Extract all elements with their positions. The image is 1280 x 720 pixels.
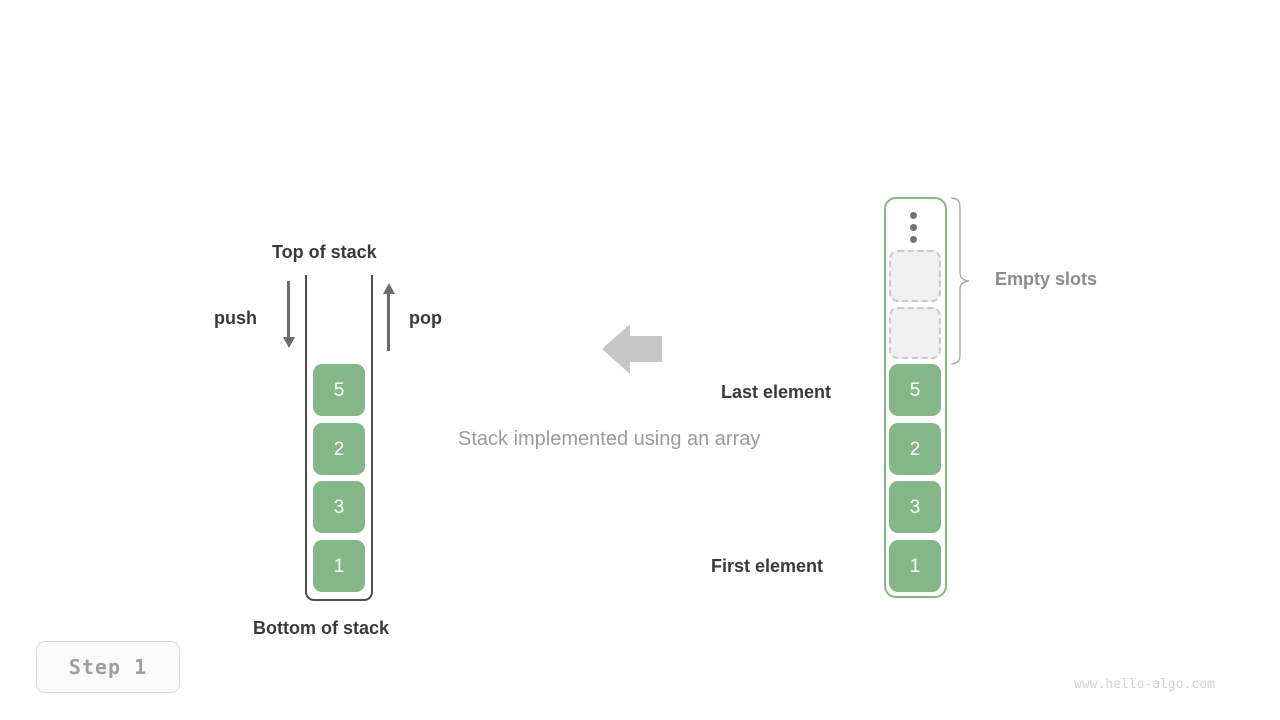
array-cell: 1	[889, 540, 941, 592]
stack-cell: 2	[313, 423, 365, 475]
step-badge-label: Step 1	[68, 655, 148, 679]
empty-slot	[889, 250, 941, 302]
push-arrow-head-icon	[282, 337, 295, 348]
array-cell: 3	[889, 481, 941, 533]
empty-slot	[889, 307, 941, 359]
stack-container	[305, 275, 373, 601]
arrow-left-icon	[602, 322, 662, 381]
first-element-label: First element	[711, 556, 824, 576]
pop-arrow-shaft	[387, 294, 390, 351]
array-cell: 5	[889, 364, 941, 416]
vertical-dots-icon	[909, 212, 918, 247]
array-cell: 2	[889, 423, 941, 475]
diagram-caption: Stack implemented using an array	[458, 428, 761, 450]
stack-cell: 3	[313, 481, 365, 533]
stack-cell: 1	[313, 540, 365, 592]
empty-slots-label: Empty slots	[995, 269, 1098, 289]
push-label: push	[214, 308, 257, 328]
last-element-label: Last element	[721, 382, 832, 402]
pop-arrow-head-icon	[382, 283, 395, 294]
push-arrow-shaft	[287, 281, 290, 338]
pop-label: pop	[409, 308, 442, 328]
step-badge: Step 1	[36, 641, 180, 693]
empty-slots-brace-icon	[950, 196, 972, 371]
stack-cell: 5	[313, 364, 365, 416]
watermark: www.hello-algo.com	[1074, 677, 1215, 692]
bottom-of-stack-label: Bottom of stack	[253, 618, 390, 638]
top-of-stack-label: Top of stack	[272, 242, 377, 262]
